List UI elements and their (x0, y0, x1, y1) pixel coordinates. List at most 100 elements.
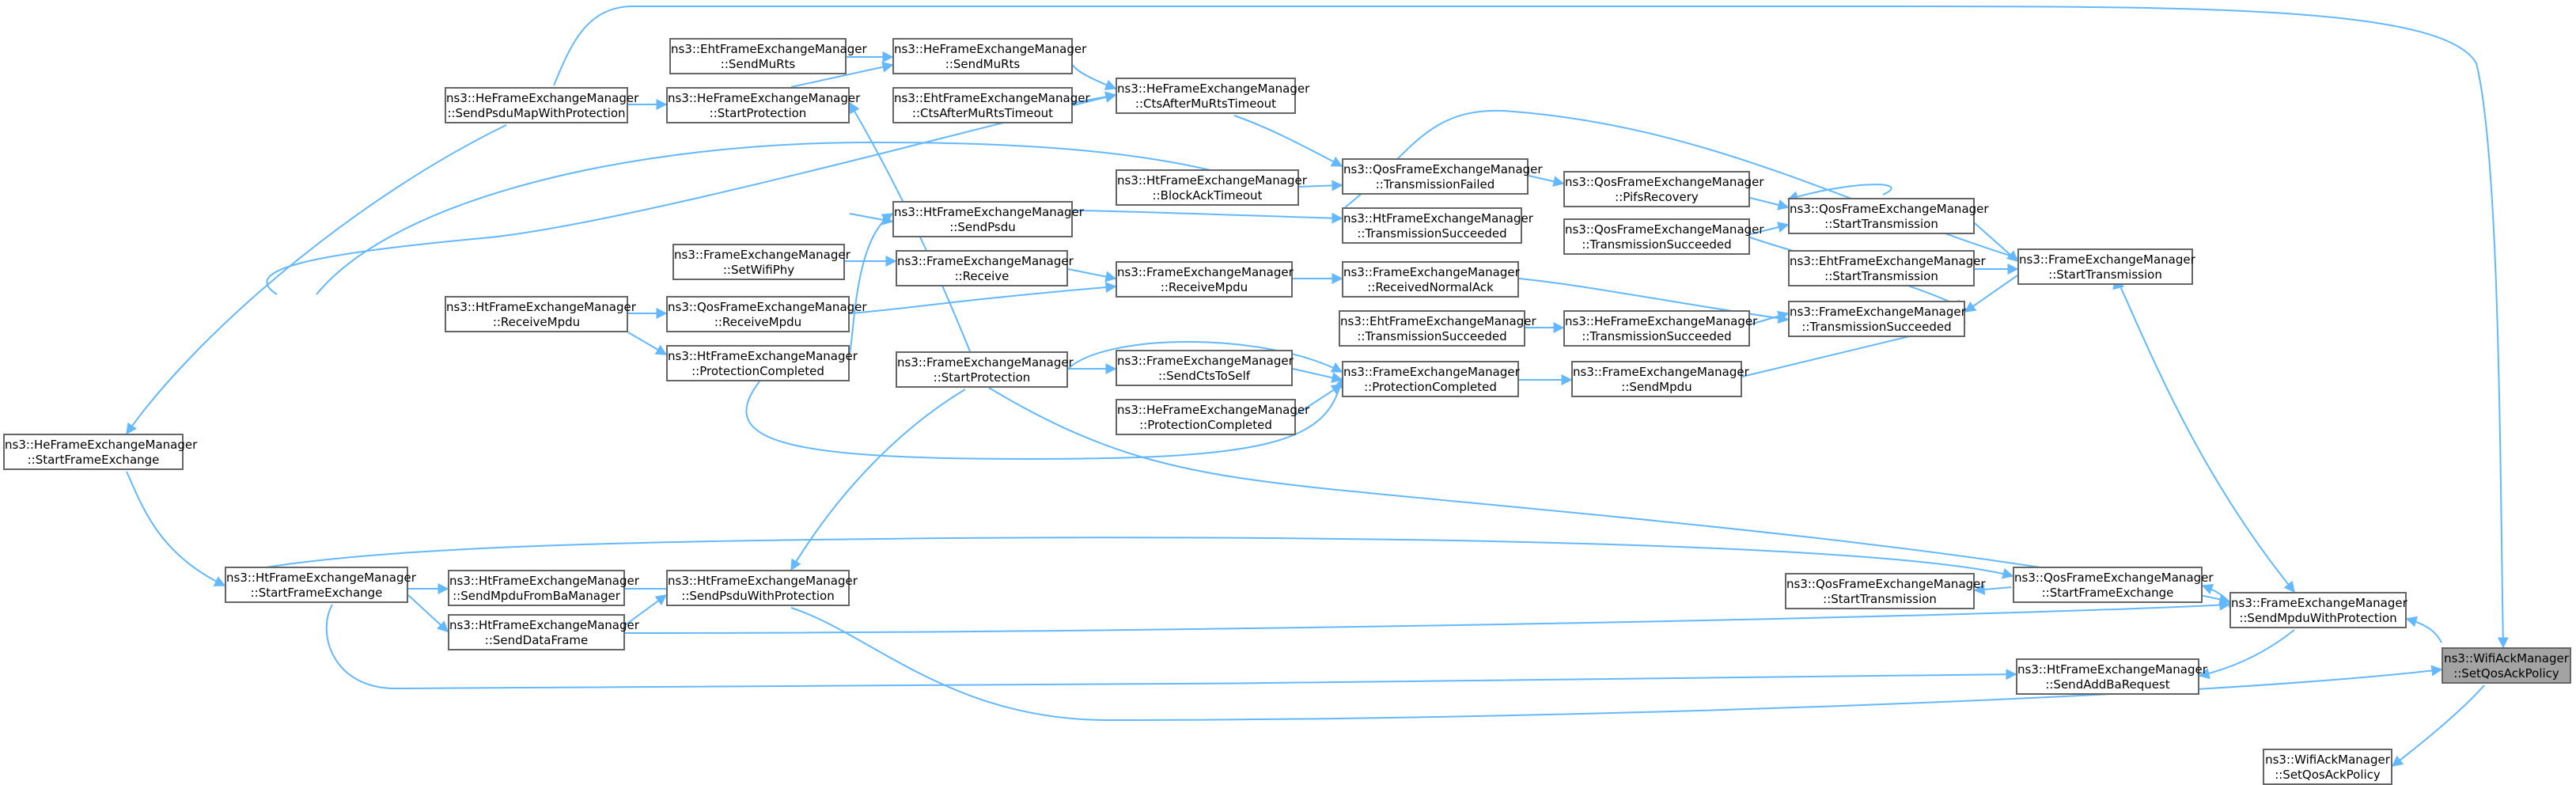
node-line-1: ns3::FrameExchangeManager (1343, 365, 1520, 379)
node-htfem-blockacktimeout[interactable]: ns3::HtFrameExchangeManager ::BlockAckTi… (1116, 169, 1307, 206)
call-edge (790, 61, 894, 88)
call-edge (1344, 109, 2125, 290)
node-ehtfem-transmissionsucceeded[interactable]: ns3::EhtFrameExchangeManager ::Transmiss… (1339, 310, 1536, 347)
node-line-2: ::StartFrameExchange (250, 586, 383, 600)
node-fem-receivednormalack[interactable]: ns3::FrameExchangeManager ::ReceivedNorm… (1342, 261, 1520, 298)
call-edge (1298, 180, 1343, 192)
node-line-2: ::StartTransmission (1824, 269, 1938, 283)
node-line-2: ::ReceivedNormalAck (1367, 280, 1494, 294)
node-htfem-sendmpdufrombamanager[interactable]: ns3::HtFrameExchangeManager ::SendMpduFr… (448, 570, 639, 606)
call-edge (126, 471, 226, 586)
node-fem-transmissionsucceeded[interactable]: ns3::FrameExchangeManager ::Transmission… (1788, 301, 1966, 337)
node-qosfem-receivempdu[interactable]: ns3::QosFrameExchangeManager ::ReceiveMp… (666, 296, 867, 332)
node-line-2: ::CtsAfterMuRtsTimeout (1135, 97, 1277, 111)
node-line-1: ns3::FrameExchangeManager (1790, 305, 1966, 319)
node-line-2: ::StartTransmission (1824, 217, 1938, 231)
node-fem-receivempdu[interactable]: ns3::FrameExchangeManager ::ReceiveMpdu (1116, 261, 1294, 298)
node-line-1: ns3::FrameExchangeManager (674, 248, 850, 262)
node-line-1: ns3::EhtFrameExchangeManager (1790, 254, 1986, 268)
node-fem-receive[interactable]: ns3::FrameExchangeManager ::Receive (896, 250, 1074, 286)
node-line-1: ns3::HeFrameExchangeManager (5, 438, 198, 452)
node-line-1: ns3::FrameExchangeManager (1343, 265, 1520, 279)
node-fem-sendmpduwithprotection[interactable]: ns3::FrameExchangeManager ::SendMpduWith… (2229, 592, 2407, 628)
node-line-2: ::CtsAfterMuRtsTimeout (911, 106, 1054, 120)
node-htfem-sendpsdu[interactable]: ns3::HtFrameExchangeManager ::SendPsdu (892, 201, 1084, 237)
node-line-1: ns3::HtFrameExchangeManager (446, 300, 636, 314)
node-line-2: ::Receive (954, 269, 1010, 283)
call-edge (260, 537, 2014, 579)
node-fem-setwifiphy[interactable]: ns3::FrameExchangeManager ::SetWifiPhy (672, 244, 850, 280)
node-line-1: ns3::FrameExchangeManager (897, 355, 1074, 370)
call-edge (627, 332, 668, 355)
call-edge (316, 141, 1299, 295)
call-edge (1528, 175, 1565, 188)
node-ehtfem-ctsaftermurtstimeout[interactable]: ns3::EhtFrameExchangeManager ::CtsAfterM… (892, 87, 1090, 123)
node-htfem-protectioncompleted[interactable]: ns3::HtFrameExchangeManager ::Protection… (666, 345, 858, 381)
call-edge (1072, 210, 1343, 224)
call-edge (553, 6, 2509, 649)
node-fem-sendctstoself[interactable]: ns3::FrameExchangeManager ::SendCtsToSel… (1116, 350, 1294, 386)
node-hefem-startprotection[interactable]: ns3::HeFrameExchangeManager ::StartProte… (666, 87, 861, 123)
node-line-2: ::SetQosAckPolicy (2453, 666, 2559, 681)
node-htfem-startframeexchange[interactable]: ns3::HtFrameExchangeManager ::StartFrame… (225, 567, 416, 603)
call-edge (266, 92, 1117, 295)
node-hefem-sendpsdumapwithprotection[interactable]: ns3::HeFrameExchangeManager ::SendPsduMa… (445, 87, 638, 123)
node-qosfem-transmissionsucceeded[interactable]: ns3::QosFrameExchangeManager ::Transmiss… (1563, 218, 1764, 255)
node-line-1: ns3::HeFrameExchangeManager (1565, 314, 1758, 328)
node-line-2: ::ReceiveMpdu (492, 315, 581, 329)
node-ehtfem-sendmurts[interactable]: ns3::EhtFrameExchangeManager ::SendMuRts (669, 38, 867, 74)
node-line-1: ns3::QosFrameExchangeManager (2014, 571, 2214, 585)
node-line-1: ns3::FrameExchangeManager (2231, 596, 2407, 610)
node-fem-starttransmission[interactable]: ns3::FrameExchangeManager ::StartTransmi… (2017, 248, 2195, 285)
node-line-1: ns3::HeFrameExchangeManager (1117, 403, 1310, 417)
node-fem-protectioncompleted[interactable]: ns3::FrameExchangeManager ::ProtectionCo… (1342, 361, 1520, 397)
node-hefem-ctsaftermurtstimeout[interactable]: ns3::HeFrameExchangeManager ::CtsAfterMu… (1116, 78, 1309, 114)
node-line-2: ::TransmissionSucceeded (1582, 237, 1732, 252)
node-fem-sendmpdu[interactable]: ns3::FrameExchangeManager ::SendMpdu (1571, 361, 1749, 397)
node-qosfem-pifsrecovery[interactable]: ns3::QosFrameExchangeManager ::PifsRecov… (1563, 171, 1764, 207)
node-line-2: ::TransmissionSucceeded (1801, 320, 1952, 334)
call-edge (849, 282, 1117, 314)
node-wifiackmanager-setqosackpolicy-root[interactable]: ns3::WifiAckManager ::SetQosAckPolicy (2442, 647, 2571, 684)
node-line-2: ::SetQosAckPolicy (2275, 768, 2381, 782)
node-line-1: ns3::EhtFrameExchangeManager (1340, 314, 1536, 328)
node-line-1: ns3::HeFrameExchangeManager (668, 91, 861, 105)
node-htfem-sendpsduwithprotection[interactable]: ns3::HtFrameExchangeManager ::SendPsduWi… (666, 570, 858, 606)
node-htfem-receivempdu[interactable]: ns3::HtFrameExchangeManager ::ReceiveMpd… (445, 296, 636, 332)
node-line-2: ::StartTransmission (1823, 592, 1937, 606)
node-ehtfem-starttransmission[interactable]: ns3::EhtFrameExchangeManager ::StartTran… (1788, 250, 1986, 286)
call-edge (1067, 268, 1117, 283)
node-qosfem-starttransmission-lower[interactable]: ns3::QosFrameExchangeManager ::StartTran… (1785, 573, 1986, 609)
call-edge (1964, 275, 2018, 313)
node-line-1: ns3::HtFrameExchangeManager (668, 574, 858, 588)
node-line-1: ns3::QosFrameExchangeManager (1565, 222, 1764, 237)
node-line-2: ::ReceiveMpdu (714, 315, 802, 329)
node-hefem-protectioncompleted[interactable]: ns3::HeFrameExchangeManager ::Protection… (1116, 399, 1310, 435)
node-wifiackmanager-setqosackpolicy[interactable]: ns3::WifiAckManager ::SetQosAckPolicy (2263, 749, 2392, 785)
node-htfem-sendaddbarequest[interactable]: ns3::HtFrameExchangeManager ::SendAddBaR… (2016, 658, 2207, 695)
call-edge (849, 213, 894, 354)
call-edge (790, 607, 2443, 722)
node-hefem-startframeexchange[interactable]: ns3::HeFrameExchangeManager ::StartFrame… (3, 434, 198, 470)
node-line-1: ns3::HtFrameExchangeManager (668, 349, 858, 363)
node-line-1: ns3::HeFrameExchangeManager (894, 42, 1087, 56)
node-hefem-sendmurts[interactable]: ns3::HeFrameExchangeManager ::SendMuRts (892, 38, 1087, 74)
call-edge (126, 124, 507, 435)
node-qosfem-startframeexchange[interactable]: ns3::QosFrameExchangeManager ::StartFram… (2013, 567, 2214, 603)
node-qosfem-transmissionfailed[interactable]: ns3::QosFrameExchangeManager ::Transmiss… (1342, 158, 1543, 195)
call-edge (1973, 583, 2012, 595)
call-edge (2120, 286, 2295, 593)
node-htfem-transmissionsucceeded[interactable]: ns3::HtFrameExchangeManager ::Transmissi… (1342, 207, 1533, 244)
node-line-2: ::StartProtection (933, 370, 1031, 385)
node-line-2: ::SendMuRts (945, 57, 1021, 71)
node-line-2: ::SendPsdu (949, 220, 1016, 234)
call-edge (624, 594, 668, 626)
node-line-2: ::StartProtection (709, 106, 807, 120)
node-htfem-senddataframe[interactable]: ns3::HtFrameExchangeManager ::SendDataFr… (448, 614, 639, 650)
node-line-2: ::TransmissionSucceeded (1357, 329, 1507, 343)
node-fem-startprotection[interactable]: ns3::FrameExchangeManager ::StartProtect… (896, 351, 1074, 388)
node-qosfem-starttransmission-upper[interactable]: ns3::QosFrameExchangeManager ::StartTran… (1788, 198, 1989, 234)
call-edge (1067, 341, 1343, 373)
node-hefem-transmissionsucceeded[interactable]: ns3::HeFrameExchangeManager ::Transmissi… (1563, 310, 1758, 347)
node-line-1: ns3::HtFrameExchangeManager (449, 574, 639, 588)
